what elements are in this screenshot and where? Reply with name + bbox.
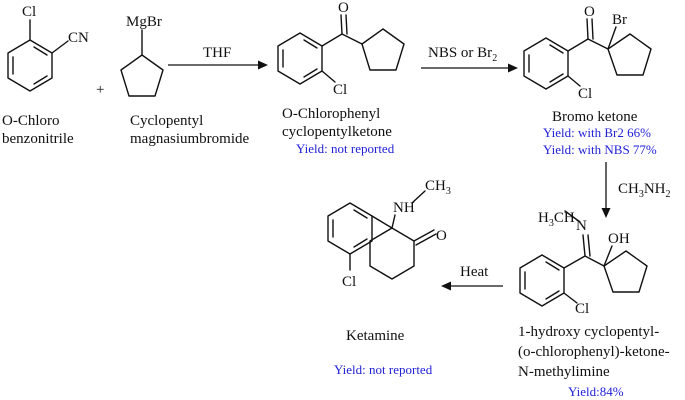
step3-arrow: CH3NH2 — [601, 162, 671, 218]
chloro-atom-4: Cl — [575, 301, 589, 317]
bromo-atom: Br — [612, 12, 627, 28]
ketamine-methyl: CH3 — [425, 178, 451, 197]
hydroxyl-group: OH — [608, 231, 630, 247]
chloro-atom-1: Cl — [22, 4, 36, 20]
step4-arrow: Heat — [441, 264, 503, 291]
label-chlorobenzonitrile-2: benzonitrile — [2, 131, 74, 147]
nitrile-group: CN — [68, 30, 89, 46]
amine-nh: NH — [393, 200, 415, 216]
yield-bromoketone-br2: Yield: with Br2 66% — [543, 125, 651, 140]
label-grignard-2: magnasiumbromide — [130, 131, 249, 147]
compound-ketone: O Cl O-Chlorophenyl cyclopentylketone Yi… — [277, 0, 405, 156]
yield-bromoketone-nbs: Yield: with NBS 77% — [543, 142, 657, 157]
mgbr-group: MgBr — [126, 14, 162, 30]
n-methyl-group: H3CH — [538, 210, 575, 229]
compound-bromoketone: O Br Cl Bromo ketone Yield: with Br2 66%… — [523, 4, 657, 157]
plus-sign: + — [96, 82, 104, 98]
compound-grignard: MgBr Cyclopentyl magnasiumbromide — [120, 14, 249, 147]
step1-reagent: THF — [203, 45, 231, 61]
label-chlorobenzonitrile-1: O-Chloro — [2, 113, 60, 129]
carbonyl-oxygen-2: O — [584, 4, 595, 20]
step2-reagent: NBS or Br2 — [428, 45, 497, 64]
yield-imine: Yield:84% — [568, 384, 624, 399]
yield-ketamine: Yield: not reported — [334, 362, 433, 377]
label-ketone-2: cyclopentylketone — [282, 124, 392, 140]
label-ketone-1: O-Chlorophenyl — [282, 106, 380, 122]
step3-reagent: CH3NH2 — [618, 181, 671, 200]
compound-chlorobenzonitrile: Cl CN O-Chloro benzonitrile — [2, 4, 89, 147]
step2-arrow: NBS or Br2 — [421, 45, 518, 73]
chloro-atom-3: Cl — [578, 86, 592, 102]
label-bromoketone: Bromo ketone — [552, 109, 638, 125]
label-imine-1: 1-hydroxy cyclopentyl- — [518, 324, 659, 340]
label-grignard-1: Cyclopentyl — [130, 113, 203, 129]
label-imine-2: (o-chlorophenyl)-ketone- — [518, 344, 670, 360]
label-imine-3: N-methylimine — [518, 364, 610, 380]
carbonyl-oxygen-1: O — [338, 0, 349, 16]
label-ketamine: Ketamine — [346, 328, 405, 344]
compound-imine: H3CH N OH Cl 1-hydroxy cyclopentyl- (o-c… — [518, 210, 670, 399]
yield-ketone: Yield: not reported — [296, 141, 395, 156]
chloro-atom-5: Cl — [342, 274, 356, 290]
step1-arrow: THF — [168, 45, 268, 70]
carbonyl-oxygen-3: O — [436, 228, 447, 244]
step4-reagent: Heat — [460, 264, 489, 280]
imine-nitrogen: N — [576, 218, 587, 234]
compound-ketamine: Cl NH CH3 O Ketamine Yield: not reported — [327, 178, 451, 377]
chloro-atom-2: Cl — [333, 82, 347, 98]
